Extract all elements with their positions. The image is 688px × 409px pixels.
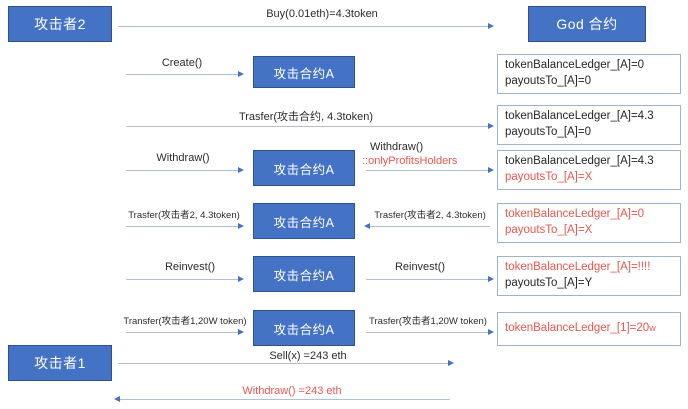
arrow-transfer-attacker2-right (370, 226, 490, 227)
arrow-transfer-attacker1-left-head-icon (238, 328, 244, 335)
label-withdraw-right: Withdraw() (370, 141, 424, 153)
arrow-transfer-attacker2-right-head-icon (364, 222, 370, 229)
arrow-withdraw-right-head-icon (488, 166, 494, 173)
actor-attacker2: 攻击者2 (8, 6, 112, 42)
label-create: Create() (161, 57, 203, 69)
state-1-line-2: payoutsTo_[A]=0 (505, 74, 591, 87)
arrow-withdraw-final (118, 399, 450, 400)
attack-contract-label: 攻击合约A (273, 66, 335, 81)
state-2-line-1: tokenBalanceLedger_[A]=4.3 (505, 110, 654, 122)
actor-attacker1-label: 攻击者1 (34, 355, 86, 371)
state-box-1: tokenBalanceLedger_[A]=0 payoutsTo_[A]=0 (497, 54, 681, 94)
arrow-reinvest-left (126, 279, 240, 280)
arrow-transfer-attacker1-right (366, 332, 490, 333)
arrow-reinvest-right-head-icon (488, 275, 494, 282)
state-4-line-1: tokenBalanceLedger_[A]=0 (505, 208, 645, 220)
attack-contract-box-reinvest: 攻击合约A (253, 256, 355, 292)
label-reinvest-right: Reinvest() (394, 261, 446, 273)
state-box-6: tokenBalanceLedger_[1]=20w (497, 312, 681, 346)
label-sell: Sell(x) =243 eth (269, 350, 347, 362)
arrow-buy (118, 26, 490, 27)
arrow-create (126, 74, 240, 75)
state-3-line-1: tokenBalanceLedger_[A]=4.3 (505, 155, 654, 167)
state-6-line-1: tokenBalanceLedger_[1]=20w (505, 322, 656, 335)
state-2-line-2: payoutsTo_[A]=0 (505, 125, 591, 138)
label-transfer-attacker1-right: Trasfer(攻击者1,20W token) (369, 316, 487, 327)
arrow-create-head-icon (238, 70, 244, 77)
attack-contract-box-withdraw: 攻击合约A (253, 150, 355, 186)
arrow-transfer-attacker1-left (126, 332, 240, 333)
attack-contract-label: 攻击合约A (273, 268, 335, 283)
attack-contract-box-transfer3: 攻击合约A (253, 310, 355, 346)
state-box-3: tokenBalanceLedger_[A]=4.3 payoutsTo_[A]… (497, 150, 681, 190)
state-6-unit: w (649, 323, 656, 334)
label-only-profits-holders: ::onlyProfitsHolders (362, 155, 458, 167)
state-3-line-2: payoutsTo_[A]=X (505, 170, 593, 183)
state-5-line-1: tokenBalanceLedger_[A]=!!!! (505, 261, 651, 273)
attack-contract-box-transfer2: 攻击合约A (253, 203, 355, 239)
arrow-buy-head-icon (488, 22, 494, 29)
attack-contract-label: 攻击合约A (273, 162, 335, 177)
arrow-reinvest-left-head-icon (238, 275, 244, 282)
attack-contract-label: 攻击合约A (273, 215, 335, 230)
label-buy: Buy(0.01eth)=4.3token (266, 8, 378, 20)
arrow-withdraw-left (126, 170, 240, 171)
arrow-transfer-attacker2-left (126, 226, 240, 227)
label-transfer-contract: Trasfer(攻击合约, 4.3token) (238, 111, 374, 123)
state-1-line-1: tokenBalanceLedger_[A]=0 (505, 59, 645, 71)
arrow-sell (118, 363, 450, 364)
label-withdraw-final: Withdraw() =243 eth (242, 385, 342, 397)
attack-contract-box-create: 攻击合约A (253, 56, 355, 88)
label-withdraw-left: Withdraw() (156, 152, 210, 164)
arrow-transfer-contract (126, 126, 490, 127)
attack-contract-label: 攻击合约A (273, 322, 335, 337)
label-transfer-attacker2-right: Trasfer(攻击者2, 4.3token) (374, 210, 486, 221)
state-5-line-2: payoutsTo_[A]=Y (505, 276, 593, 289)
arrow-transfer-attacker1-right-head-icon (488, 328, 494, 335)
label-transfer-attacker1-left: Transfer(攻击者1,20W token) (123, 316, 247, 327)
actor-god-contract-label: God 合约 (556, 16, 618, 32)
arrow-withdraw-left-head-icon (238, 166, 244, 173)
state-box-4: tokenBalanceLedger_[A]=0 payoutsTo_[A]=X (497, 203, 681, 243)
actor-god-contract: God 合约 (528, 6, 646, 42)
actor-attacker1: 攻击者1 (8, 345, 112, 381)
arrow-withdraw-final-head-icon (114, 395, 120, 402)
label-reinvest-left: Reinvest() (164, 261, 216, 273)
state-4-line-2: payoutsTo_[A]=X (505, 223, 593, 236)
arrow-sell-head-icon (448, 359, 454, 366)
state-box-5: tokenBalanceLedger_[A]=!!!! payoutsTo_[A… (497, 256, 681, 296)
label-transfer-attacker2-left: Trasfer(攻击者2, 4.3token) (128, 210, 240, 221)
arrow-transfer-contract-head-icon (488, 122, 494, 129)
arrow-transfer-attacker2-left-head-icon (238, 222, 244, 229)
state-box-2: tokenBalanceLedger_[A]=4.3 payoutsTo_[A]… (497, 105, 681, 145)
arrow-withdraw-right (366, 170, 490, 171)
actor-attacker2-label: 攻击者2 (34, 16, 86, 32)
arrow-reinvest-right (366, 279, 490, 280)
